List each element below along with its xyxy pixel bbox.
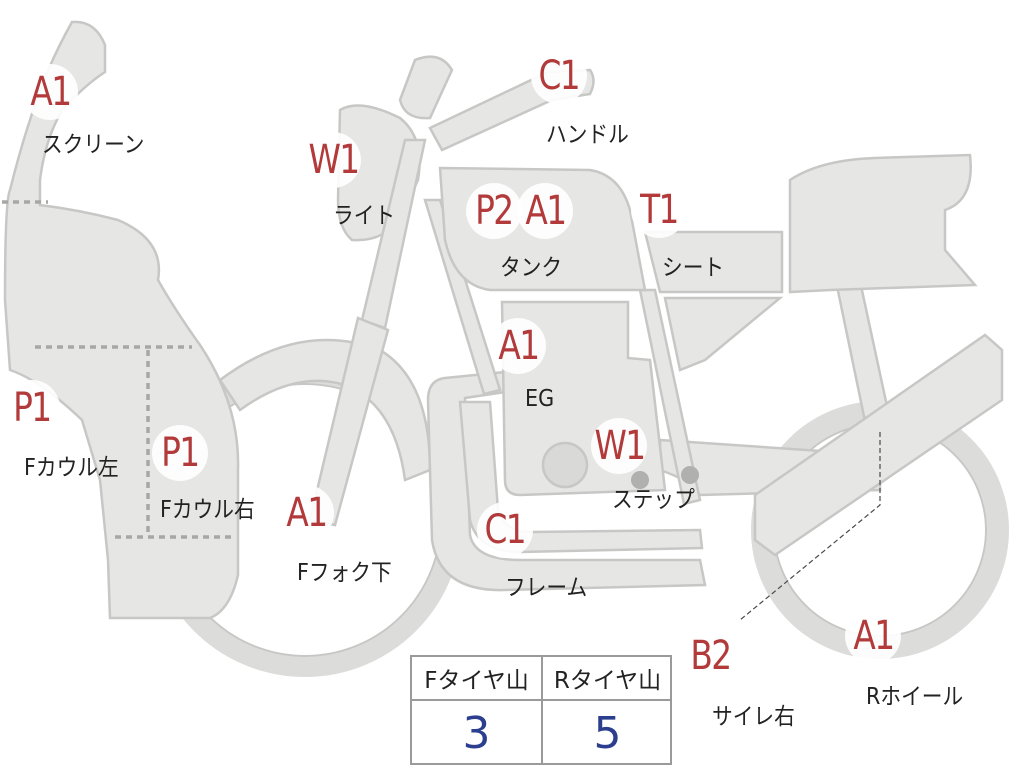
muffler-right-label: サイレ右 xyxy=(712,704,795,730)
muffler-right-damage-badge: B2 xyxy=(682,628,738,684)
handle-label: ハンドル xyxy=(546,122,629,148)
front-fork-lower xyxy=(308,316,390,527)
seat-damage-badge: T1 xyxy=(631,182,687,238)
step-peg-rear xyxy=(681,466,699,484)
seat-label: シート xyxy=(662,255,725,281)
frame xyxy=(426,370,707,592)
front-fork-label: Fフォク下 xyxy=(297,560,392,586)
screen-label: スクリーン xyxy=(42,132,145,158)
light-damage-badge: W1 xyxy=(305,132,361,188)
front-fork-damage-badge: A1 xyxy=(278,485,334,541)
tank-damage-badge-1: P2 xyxy=(466,183,522,239)
front-tire-tread-value: 3 xyxy=(462,707,491,759)
cowl-right-label: Fカウル右 xyxy=(160,497,255,523)
engine-damage-badge: A1 xyxy=(490,318,546,374)
engine-cover xyxy=(541,441,589,489)
seat-rear xyxy=(788,153,978,294)
step-label: ステップ xyxy=(612,487,695,513)
tank-damage-badge-2: A1 xyxy=(517,183,573,239)
engine-label: EG xyxy=(525,386,555,412)
frame-label: フレーム xyxy=(505,575,588,601)
tank-label: タンク xyxy=(500,255,563,281)
cowl-left-label: Fカウル左 xyxy=(24,455,119,481)
front-tire-tread-header: Fタイヤ山 xyxy=(424,668,529,694)
light-label: ライト xyxy=(333,203,396,229)
rear-wheel-label: Rホイール xyxy=(866,684,964,710)
step-peg-front xyxy=(631,471,649,489)
frame-rear-tube xyxy=(638,288,702,506)
side-cover xyxy=(663,296,784,372)
frame-backbone xyxy=(423,198,502,396)
frame-damage-badge: C1 xyxy=(477,502,533,558)
tire-tread-table: Fタイヤ山 Rタイヤ山 3 5 xyxy=(410,655,672,765)
muffler-leader-line xyxy=(739,432,881,621)
mirror xyxy=(398,55,454,120)
step-damage-badge: W1 xyxy=(591,418,647,474)
rear-wheel-damage-badge: A1 xyxy=(845,608,901,664)
screen-damage-badge: A1 xyxy=(22,64,78,120)
handle-damage-badge: C1 xyxy=(531,48,587,104)
muffler xyxy=(753,333,1004,557)
cowl-right-damage-badge: P1 xyxy=(152,425,208,481)
rear-tire-tread-value: 5 xyxy=(593,707,622,759)
cowl-left-damage-badge: P1 xyxy=(4,380,60,436)
table-divider-vertical xyxy=(541,657,543,763)
seat xyxy=(643,230,784,294)
rear-tire-tread-header: Rタイヤ山 xyxy=(553,668,662,694)
